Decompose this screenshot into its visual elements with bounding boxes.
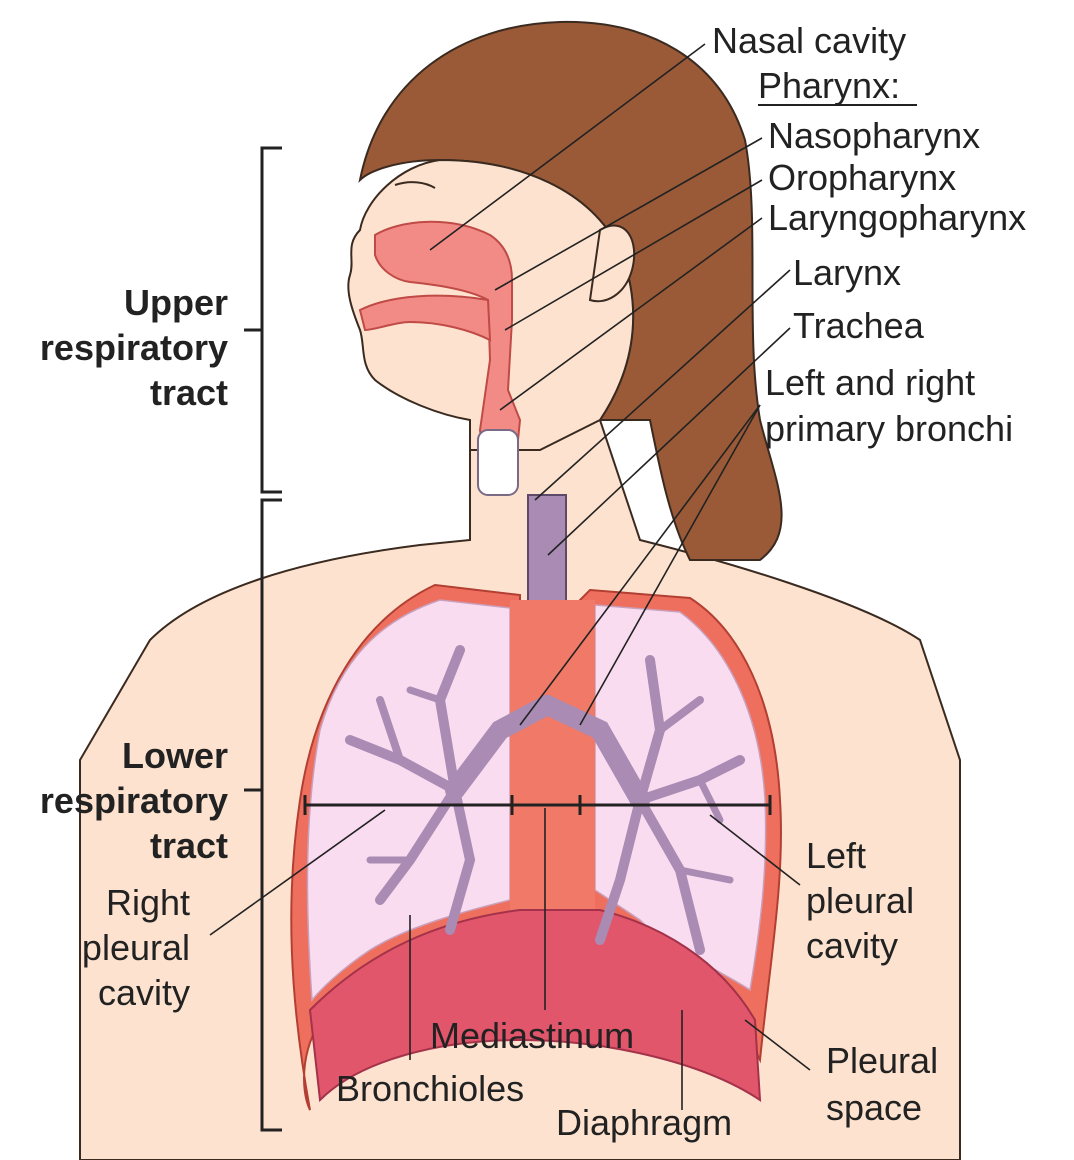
label-bronchioles: Bronchioles [336,1066,524,1112]
label-primary-bronchi-line2: primary bronchi [765,406,1013,452]
label-trachea: Trachea [793,303,924,349]
label-right-pleural-line3: cavity [98,970,190,1016]
label-primary-bronchi-line1: Left and right [765,360,975,406]
larynx-shape [478,430,518,495]
label-diaphragm: Diaphragm [556,1100,732,1146]
label-nasopharynx: Nasopharynx [768,113,980,159]
label-pleural-space-line2: space [826,1085,922,1131]
upper-tract-bracket [244,148,282,492]
label-left-pleural-line3: cavity [806,923,898,969]
label-pharynx: Pharynx: [758,63,900,109]
label-lower-tract-line1: Lower [122,733,228,779]
label-mediastinum: Mediastinum [430,1013,634,1059]
label-larynx: Larynx [793,250,901,296]
mediastinum-shape [510,600,595,920]
label-lower-tract-line2: respiratory [40,778,228,824]
label-upper-tract-line2: respiratory [40,325,228,371]
label-laryngopharynx: Laryngopharynx [768,195,1026,241]
label-right-pleural-line1: Right [106,880,190,926]
label-pleural-space-line1: Pleural [826,1038,938,1084]
label-upper-tract-line3: tract [150,370,228,416]
label-left-pleural-line2: pleural [806,878,914,924]
label-nasal-cavity: Nasal cavity [712,18,906,64]
label-upper-tract-line1: Upper [124,280,228,326]
label-lower-tract-line3: tract [150,823,228,869]
label-left-pleural-line1: Left [806,833,866,879]
label-right-pleural-line2: pleural [82,925,190,971]
